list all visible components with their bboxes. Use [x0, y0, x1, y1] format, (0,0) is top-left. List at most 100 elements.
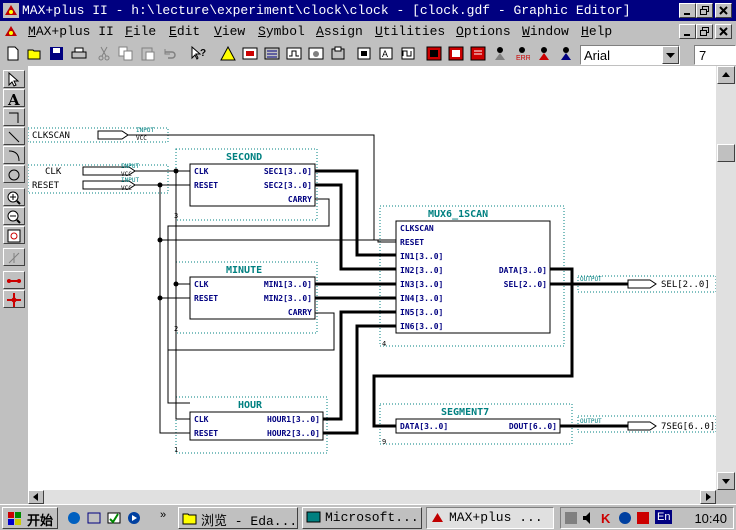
menu-assign[interactable]: Assign — [316, 24, 363, 39]
find-error-button[interactable]: ERR — [512, 44, 532, 63]
input-clkscan[interactable]: CLKSCAN INPUT VCC — [32, 127, 154, 142]
font-dropdown-button[interactable] — [662, 46, 679, 64]
block-minute[interactable]: MINUTE CLK RESET MIN1[3..0] MIN2[3..0] C… — [174, 265, 316, 333]
text-tool[interactable]: A — [3, 89, 25, 107]
arrow-pointer-icon — [8, 72, 20, 87]
tray-media-icon[interactable] — [617, 510, 633, 526]
quick-launch-more-icon[interactable]: » — [160, 509, 167, 521]
arc-tool[interactable] — [3, 146, 25, 164]
open-button[interactable] — [25, 44, 45, 63]
maxplus-app-icon[interactable] — [3, 3, 19, 18]
output-sel[interactable]: OUTPUT SEL[2..0] — [580, 276, 710, 290]
save-button[interactable] — [47, 44, 67, 63]
minimize-button[interactable] — [679, 3, 696, 18]
info-button[interactable] — [556, 44, 576, 63]
message-button[interactable] — [468, 44, 488, 63]
fit-window-icon — [7, 229, 21, 243]
programmer-button[interactable] — [328, 44, 348, 63]
menu-help[interactable]: Help — [581, 24, 613, 39]
document-icon[interactable] — [3, 24, 19, 39]
scroll-up-button[interactable] — [717, 66, 735, 84]
quick-launch-media-icon[interactable] — [126, 511, 142, 525]
task-maxplus[interactable]: MAX+plus ... — [426, 507, 554, 529]
fit-window-tool[interactable] — [3, 226, 25, 244]
selection-tool[interactable] — [3, 70, 25, 88]
menu-maxplus[interactable]: MAX+plus II — [28, 24, 114, 39]
menu-window[interactable]: Window — [522, 24, 569, 39]
block-mux[interactable]: MUX6_1SCAN CLKSCAN RESET IN1[3..0] IN2[3… — [382, 209, 551, 348]
scroll-left-button[interactable] — [28, 490, 44, 504]
tray-input-icon[interactable] — [635, 510, 651, 526]
timing-button[interactable] — [306, 44, 326, 63]
zoom-in-tool[interactable] — [3, 188, 25, 206]
doc-restore-button[interactable] — [696, 24, 713, 39]
vertical-scroll-thumb[interactable] — [717, 144, 735, 162]
restore-button[interactable] — [696, 3, 713, 18]
arrow-right-icon — [706, 493, 711, 501]
rubberband-tool[interactable] — [3, 248, 25, 266]
language-indicator[interactable]: En — [655, 510, 673, 524]
vertical-scrollbar[interactable] — [716, 66, 736, 490]
floorplan-button[interactable] — [240, 44, 260, 63]
text-editor-button[interactable]: A — [376, 44, 396, 63]
quick-launch-outlook-icon[interactable] — [86, 511, 102, 525]
locate-button[interactable] — [534, 44, 554, 63]
menu-options[interactable]: Options — [456, 24, 511, 39]
quick-launch-desktop-icon[interactable] — [106, 511, 122, 525]
block-segment7[interactable]: SEGMENT7 DATA[3..0] DOUT[6..0] 9 — [382, 407, 561, 446]
block-second[interactable]: SECOND CLK RESET SEC1[3..0] SEC2[3..0] C… — [174, 152, 316, 220]
paste-button[interactable] — [138, 44, 158, 63]
tray-k-icon[interactable]: K — [599, 510, 615, 526]
symbol-button[interactable] — [354, 44, 374, 63]
task-browser[interactable]: 浏览 - Eda... — [178, 507, 298, 529]
start-button[interactable]: 开始 — [2, 507, 58, 529]
simulator-button[interactable] — [284, 44, 304, 63]
scroll-right-button[interactable] — [700, 490, 716, 504]
scroll-down-button[interactable] — [717, 472, 735, 490]
orthogonal-line-tool[interactable] — [3, 108, 25, 126]
undo-button[interactable] — [160, 44, 180, 63]
doc-close-button[interactable] — [715, 24, 732, 39]
input-clk[interactable]: CLK INPUT VCC — [45, 163, 139, 178]
tray-app-icon[interactable] — [563, 510, 579, 526]
print-button[interactable] — [69, 44, 89, 63]
menu-file[interactable]: File — [125, 24, 157, 39]
find-button[interactable] — [490, 44, 510, 63]
task-microsoft[interactable]: Microsoft... — [302, 507, 422, 529]
doc-minimize-button[interactable] — [679, 24, 696, 39]
menu-edit[interactable]: Edit — [169, 24, 201, 39]
port-label: RESET — [194, 181, 218, 190]
font-select-value: Arial — [584, 48, 611, 63]
horizontal-scrollbar[interactable] — [28, 490, 716, 504]
help-arrow-icon: ? — [191, 46, 206, 60]
help-pointer-button[interactable]: ? — [188, 44, 208, 63]
menu-utilities[interactable]: Utilities — [375, 24, 446, 39]
compiler-button[interactable] — [262, 44, 282, 63]
hierarchy-button[interactable] — [218, 44, 238, 63]
junction-tool[interactable] — [3, 290, 25, 308]
port-label: SEC2[3..0] — [264, 181, 312, 190]
floorplan-editor-button[interactable] — [424, 44, 444, 63]
arc-icon — [8, 150, 20, 162]
close-button[interactable] — [715, 3, 732, 18]
waveform-button[interactable] — [398, 44, 418, 63]
report-button[interactable] — [446, 44, 466, 63]
volume-icon[interactable] — [581, 510, 597, 526]
circle-tool[interactable] — [3, 165, 25, 183]
new-button[interactable] — [3, 44, 23, 63]
menu-view[interactable]: View — [214, 24, 246, 39]
input-reset[interactable]: RESET INPUT VCC — [32, 177, 139, 192]
menu-symbol[interactable]: Symbol — [258, 24, 305, 39]
connect-dot-tool[interactable] — [3, 271, 25, 289]
schematic-canvas[interactable]: CLKSCAN INPUT VCC CLK INPUT VCC RESET IN… — [28, 66, 716, 490]
zoom-out-tool[interactable] — [3, 207, 25, 225]
font-size-select[interactable]: 7 — [694, 45, 736, 65]
output-7seg[interactable]: OUTPUT 7SEG[6..0] — [580, 418, 715, 432]
block-hour[interactable]: HOUR CLK RESET HOUR1[3..0] HOUR2[3..0] 1 — [174, 400, 324, 454]
quick-launch-ie-icon[interactable] — [66, 511, 82, 525]
port-label: IN5[3..0] — [400, 308, 443, 317]
copy-button[interactable] — [116, 44, 136, 63]
cut-button[interactable] — [94, 44, 114, 63]
diagonal-line-tool[interactable] — [3, 127, 25, 145]
font-select[interactable]: Arial — [580, 45, 680, 65]
